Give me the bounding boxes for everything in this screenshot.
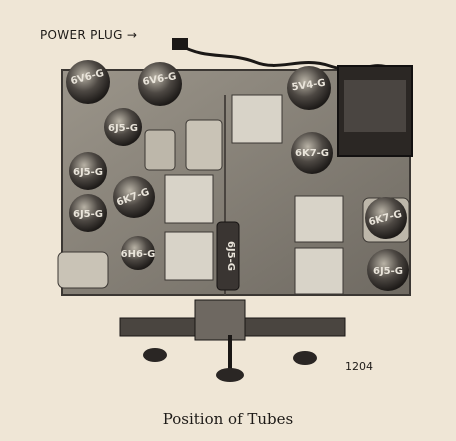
tube: 6V6-G [66,60,110,104]
transformer-core [344,80,406,132]
if-can [164,174,214,224]
figure-caption: Position of Tubes [162,410,294,428]
center-tube-body [216,221,240,291]
mounting-foot [216,368,244,382]
tube-bulb [138,62,182,106]
tube-bulb [365,197,407,239]
callout-label: POWER PLUG [40,28,123,42]
capacitor-can [57,251,109,289]
tube-bulb [69,152,107,190]
figure-number: 1204 [345,360,373,373]
power-plug [172,38,188,50]
tube-bulb [69,194,107,232]
tube: 5V4-G [287,66,331,110]
if-can [231,94,283,144]
tube: 6V6-G [138,62,182,106]
chassis-photo: 6V6-G 6V6-G 5V4-G 6J5-G 6K7-G 6J5-G 6K7-… [57,38,413,382]
tube-label: 6H6-G [121,249,156,260]
tube: 6J5-G [225,241,236,271]
tube: 6K7-G [113,176,155,218]
tube: 6K7-G [291,132,333,174]
tube-label: 6J5-G [108,123,138,134]
tube-label: 6J5-G [73,167,103,178]
mounting-foot [143,348,167,362]
tube-label: 6J5-G [225,241,236,271]
if-can [294,195,344,243]
power-plug-callout: POWER PLUG → [40,28,137,42]
tube: 6J5-G [367,249,409,291]
tuning-gang [194,299,246,341]
capacitor-can [144,129,176,171]
tube: 6J5-G [69,194,107,232]
tube-bulb [291,132,333,174]
tube-label: 6J5-G [73,209,103,220]
tube: 6H6-G [121,236,156,270]
tube: 6J5-G [69,152,107,190]
tube-label: 6K7-G [295,148,329,159]
capacitor-can [185,119,223,171]
mounting-foot [293,351,317,365]
tube-bulb [113,176,155,218]
if-can [164,231,214,281]
tube: 6K7-G [365,197,407,239]
if-can [294,247,344,295]
tube-label: 6J5-G [373,266,403,277]
tube-label: 5V4-G [291,78,326,94]
tube-bulb [121,236,155,270]
tube-bulb [367,249,409,291]
tube-bulb [104,108,142,146]
tube: 6J5-G [104,108,142,146]
arrow-right-icon: → [126,28,138,42]
tube-bulb [66,60,110,104]
tube-bulb [287,66,331,110]
